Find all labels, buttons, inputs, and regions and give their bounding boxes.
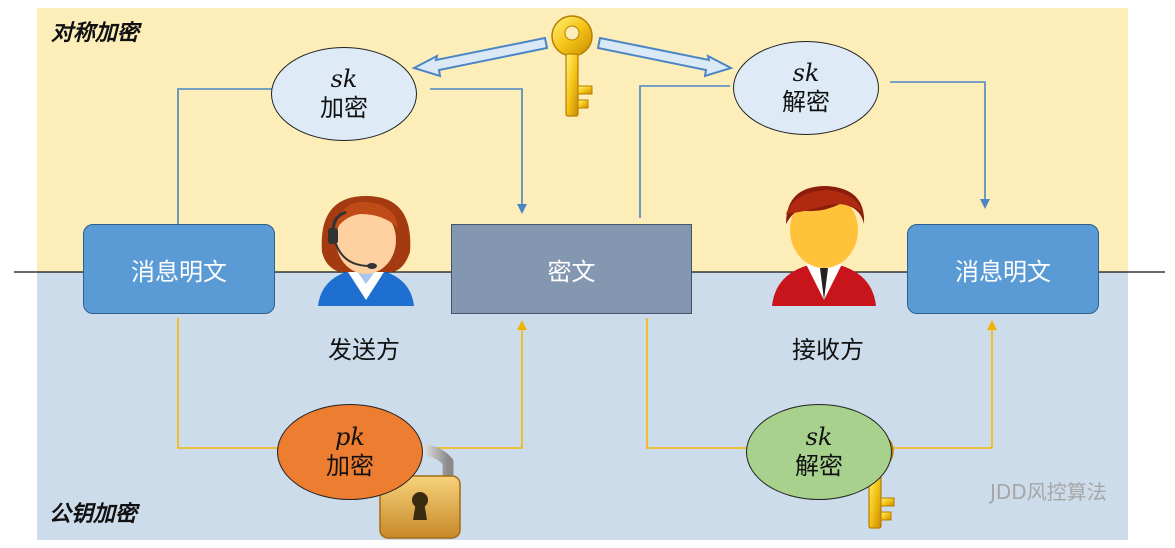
public-key-section-title: 公钥加密 <box>49 502 138 527</box>
watermark: JDD风控算法 <box>990 480 1107 504</box>
pub-decrypt-key: sk <box>805 423 833 452</box>
key-distribution-arrows <box>411 36 734 78</box>
plaintext-receiver-box: 消息明文 <box>907 224 1099 314</box>
receiver-label: 接收方 <box>792 336 864 364</box>
sym-encrypt-ellipse: sk 加密 <box>271 47 417 141</box>
public-key-flow-lines <box>177 318 997 449</box>
sym-encrypt-key: sk <box>330 65 358 94</box>
receiver-avatar-icon <box>772 186 876 306</box>
symmetric-flow-lines <box>177 81 990 224</box>
ciphertext-box: 密文 <box>451 224 692 314</box>
pub-encrypt-action: 加密 <box>326 452 374 480</box>
sender-avatar-icon <box>318 196 414 306</box>
pub-decrypt-action: 解密 <box>795 452 843 480</box>
key-icon <box>551 15 593 117</box>
sender-label: 发送方 <box>328 336 400 364</box>
public-key-section-bg <box>37 272 1128 540</box>
symmetric-section-title: 对称加密 <box>51 21 140 46</box>
pub-encrypt-ellipse: pk 加密 <box>277 404 423 500</box>
pub-encrypt-key: pk <box>335 423 365 452</box>
pub-decrypt-ellipse: sk 解密 <box>746 404 892 500</box>
sym-decrypt-ellipse: sk 解密 <box>733 41 879 135</box>
sym-decrypt-key: sk <box>792 59 820 88</box>
plaintext-sender-box: 消息明文 <box>83 224 275 314</box>
sym-encrypt-action: 加密 <box>320 94 368 122</box>
sym-decrypt-action: 解密 <box>782 88 830 116</box>
